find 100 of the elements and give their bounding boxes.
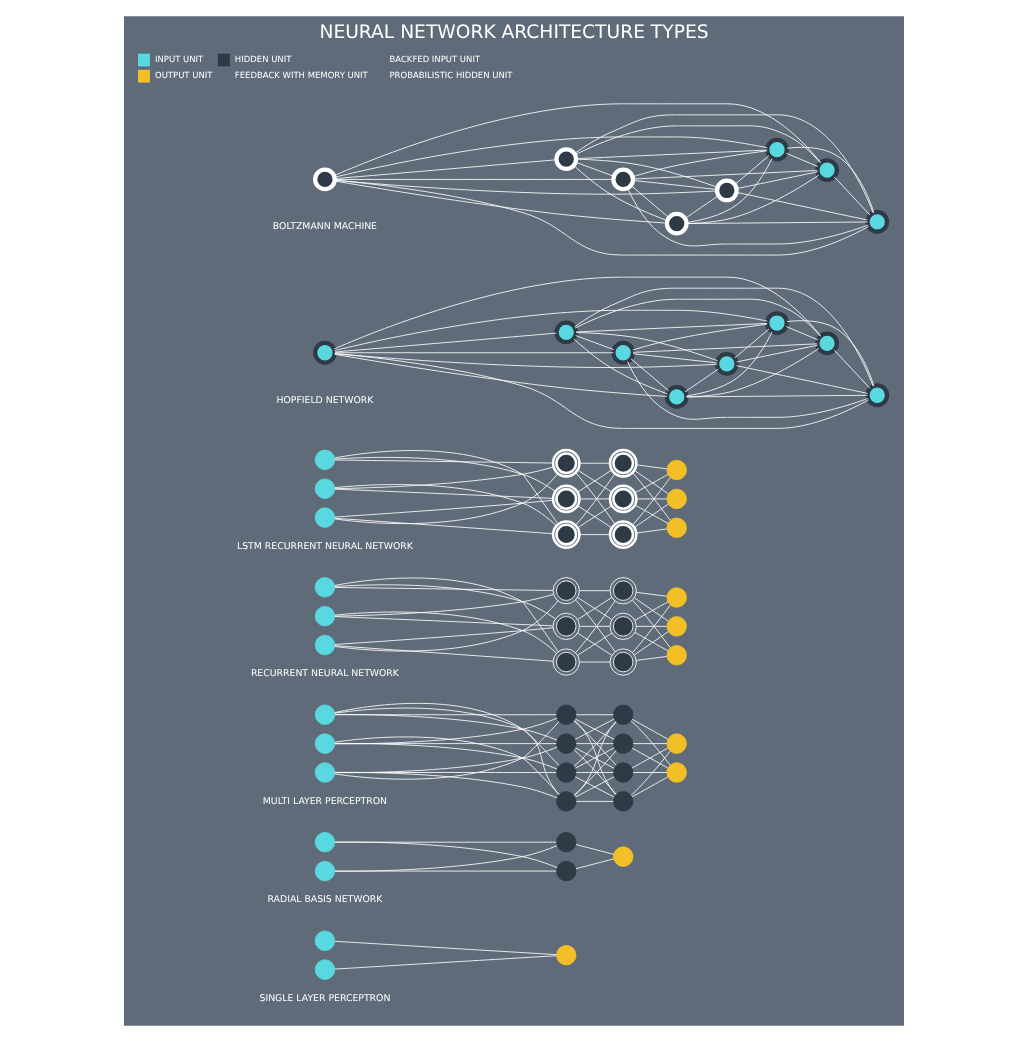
connector: [574, 298, 821, 337]
connector: [334, 645, 554, 662]
node-circle: [554, 320, 579, 345]
connector: [786, 146, 875, 213]
connector: [334, 450, 559, 525]
connector: [577, 597, 613, 620]
connector: [334, 353, 718, 368]
connector: [630, 750, 671, 796]
connector: [636, 625, 668, 627]
connector: [579, 661, 611, 663]
node-circle: [314, 704, 336, 725]
connector: [632, 170, 818, 180]
connector: [632, 353, 718, 364]
connector: [334, 955, 557, 970]
connector: [575, 800, 614, 802]
node-circle: [314, 832, 336, 853]
node-circle: [865, 210, 890, 234]
connector: [632, 150, 768, 178]
node-circle: [556, 704, 577, 725]
connector: [579, 625, 611, 627]
node-circle: [815, 331, 839, 356]
connector: [632, 323, 768, 351]
node-circle: [664, 211, 689, 236]
connector: [334, 940, 557, 956]
connector: [632, 604, 671, 654]
connector: [686, 348, 820, 398]
connector: [575, 158, 718, 188]
connector: [632, 743, 668, 745]
connector: [736, 171, 818, 190]
connector: [736, 365, 868, 394]
connector: [631, 776, 669, 798]
connector: [334, 870, 557, 872]
connector: [334, 586, 554, 591]
connector: [579, 462, 611, 464]
connector: [575, 332, 718, 362]
connector: [686, 174, 820, 224]
node-circle: [314, 634, 336, 656]
connector: [334, 593, 554, 617]
node-circle: [314, 959, 336, 980]
node-circle: [556, 762, 577, 783]
node-circle: [613, 762, 634, 783]
node-circle: [314, 478, 336, 499]
node-circle: [314, 507, 336, 528]
node-circle: [556, 832, 577, 853]
connector: [334, 488, 554, 499]
connector: [686, 394, 868, 398]
node-circle: [666, 762, 687, 783]
node-circle: [815, 158, 839, 182]
connector: [574, 287, 874, 387]
connector: [630, 358, 670, 392]
node-circle: [314, 762, 336, 783]
connector: [635, 528, 668, 534]
connector: [334, 484, 557, 527]
node-circle: [666, 488, 687, 510]
node-circle: [664, 385, 689, 409]
node-circle: [666, 733, 687, 754]
connector: [334, 179, 869, 256]
connector: [334, 180, 668, 224]
node-circle: [613, 846, 634, 867]
connector: [573, 165, 668, 222]
connector: [333, 276, 821, 350]
connector: [334, 332, 557, 353]
connector: [334, 466, 554, 490]
connector: [334, 627, 554, 645]
connector: [577, 469, 613, 493]
diagram-title: NEURAL NETWORK ARCHITECTURE TYPES: [319, 22, 709, 45]
node-circle: [666, 459, 687, 481]
node-circle: [666, 587, 687, 608]
connector: [575, 161, 614, 177]
node-circle: [556, 791, 577, 812]
connector: [334, 702, 560, 795]
node-circle: [314, 860, 336, 882]
node-circle: [714, 351, 739, 376]
connector: [334, 584, 556, 620]
connector: [334, 353, 869, 429]
connector: [334, 353, 668, 397]
connector: [334, 611, 557, 654]
connector: [333, 103, 821, 177]
connector: [334, 714, 557, 716]
connector: [579, 534, 611, 535]
connector: [786, 320, 875, 387]
connector: [635, 656, 668, 661]
connector: [686, 221, 868, 224]
node-circle: [765, 311, 789, 335]
connector: [575, 844, 615, 855]
connector: [785, 152, 819, 167]
node-circle: [666, 645, 687, 666]
connector: [577, 505, 613, 529]
connector: [630, 184, 670, 218]
connector: [684, 195, 719, 219]
connector: [632, 180, 718, 190]
connector: [630, 720, 671, 766]
node-circle: [865, 383, 890, 408]
node-circle: [313, 167, 337, 192]
connector: [334, 136, 768, 178]
connector: [334, 309, 768, 351]
connector: [575, 772, 614, 773]
connector: [631, 718, 669, 740]
connector: [334, 456, 556, 492]
connector: [334, 159, 557, 180]
